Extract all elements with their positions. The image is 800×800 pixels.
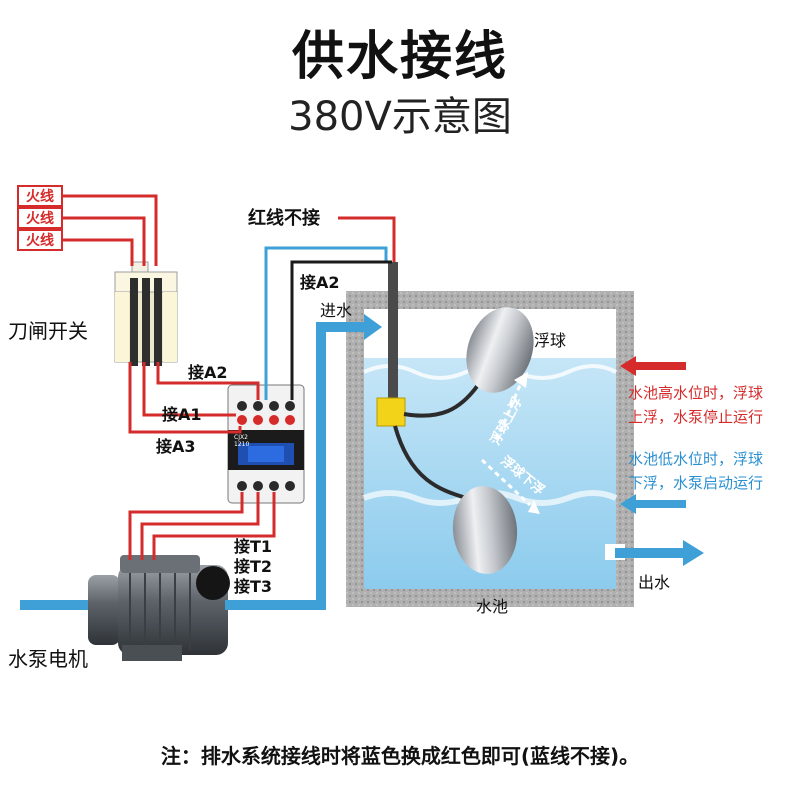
wires xyxy=(62,194,396,560)
connect-a3-label: 接A3 xyxy=(156,437,196,456)
high-level-text-2: 上浮，水泵停止运行 xyxy=(628,408,763,426)
connect-a2-label: 接A2 xyxy=(188,363,228,382)
connect-a1-label: 接A1 xyxy=(162,405,202,424)
water-in-label: 进水 xyxy=(320,301,352,320)
red-wire-not-connected-label: 红线不接 xyxy=(248,207,320,229)
knife-switch-label: 刀闸开关 xyxy=(8,319,88,343)
connect-a2-top-label: 接A2 xyxy=(300,273,340,292)
page-subtitle: 380V示意图 xyxy=(288,94,512,140)
low-level-indicator: 水池低水位时，浮球 下浮，水泵启动运行 xyxy=(620,450,763,514)
float-clamp xyxy=(376,397,406,427)
contactor-spec-label: 1210 xyxy=(234,441,249,448)
contactor: CJX2 1210 xyxy=(227,384,305,504)
pump-motor xyxy=(20,555,230,661)
connect-t2-label: 接T2 xyxy=(234,557,272,576)
footer-note: 注：排水系统接线时将蓝色换成红色即可(蓝线不接)。 xyxy=(160,744,640,768)
float-ball-upper xyxy=(466,307,534,393)
outlet-pipe xyxy=(615,540,704,566)
float-rod xyxy=(388,262,398,402)
pump-inlet-pipe xyxy=(20,600,90,610)
live-wire-labels: 火线 火线 火线 xyxy=(17,185,63,251)
page-title: 供水接线 xyxy=(291,27,508,87)
live-wire-label-1: 火线 xyxy=(26,188,54,205)
float-ball-label: 浮球 xyxy=(534,331,566,350)
pump-motor-label: 水泵电机 xyxy=(8,647,88,671)
pool-wall xyxy=(346,291,634,607)
contactor-model-label: CJX2 xyxy=(234,434,248,441)
connect-t1-label: 接T1 xyxy=(234,537,272,556)
connect-t3-label: 接T3 xyxy=(234,577,272,596)
water-out-label: 出水 xyxy=(638,573,670,592)
float-switch xyxy=(376,262,540,574)
high-level-text-1: 水池高水位时，浮球 xyxy=(628,384,763,402)
low-level-text-1: 水池低水位时，浮球 xyxy=(628,450,763,468)
knife-switch xyxy=(114,261,178,366)
inlet-pipe xyxy=(225,314,382,610)
pool-label: 水池 xyxy=(476,597,508,616)
live-wire-label-3: 火线 xyxy=(26,232,54,249)
low-level-text-2: 下浮，水泵启动运行 xyxy=(628,474,763,492)
high-level-indicator: 水池高水位时，浮球 上浮，水泵停止运行 xyxy=(620,356,763,426)
live-wire-label-2: 火线 xyxy=(26,210,54,227)
float-ball-lower xyxy=(452,486,518,574)
